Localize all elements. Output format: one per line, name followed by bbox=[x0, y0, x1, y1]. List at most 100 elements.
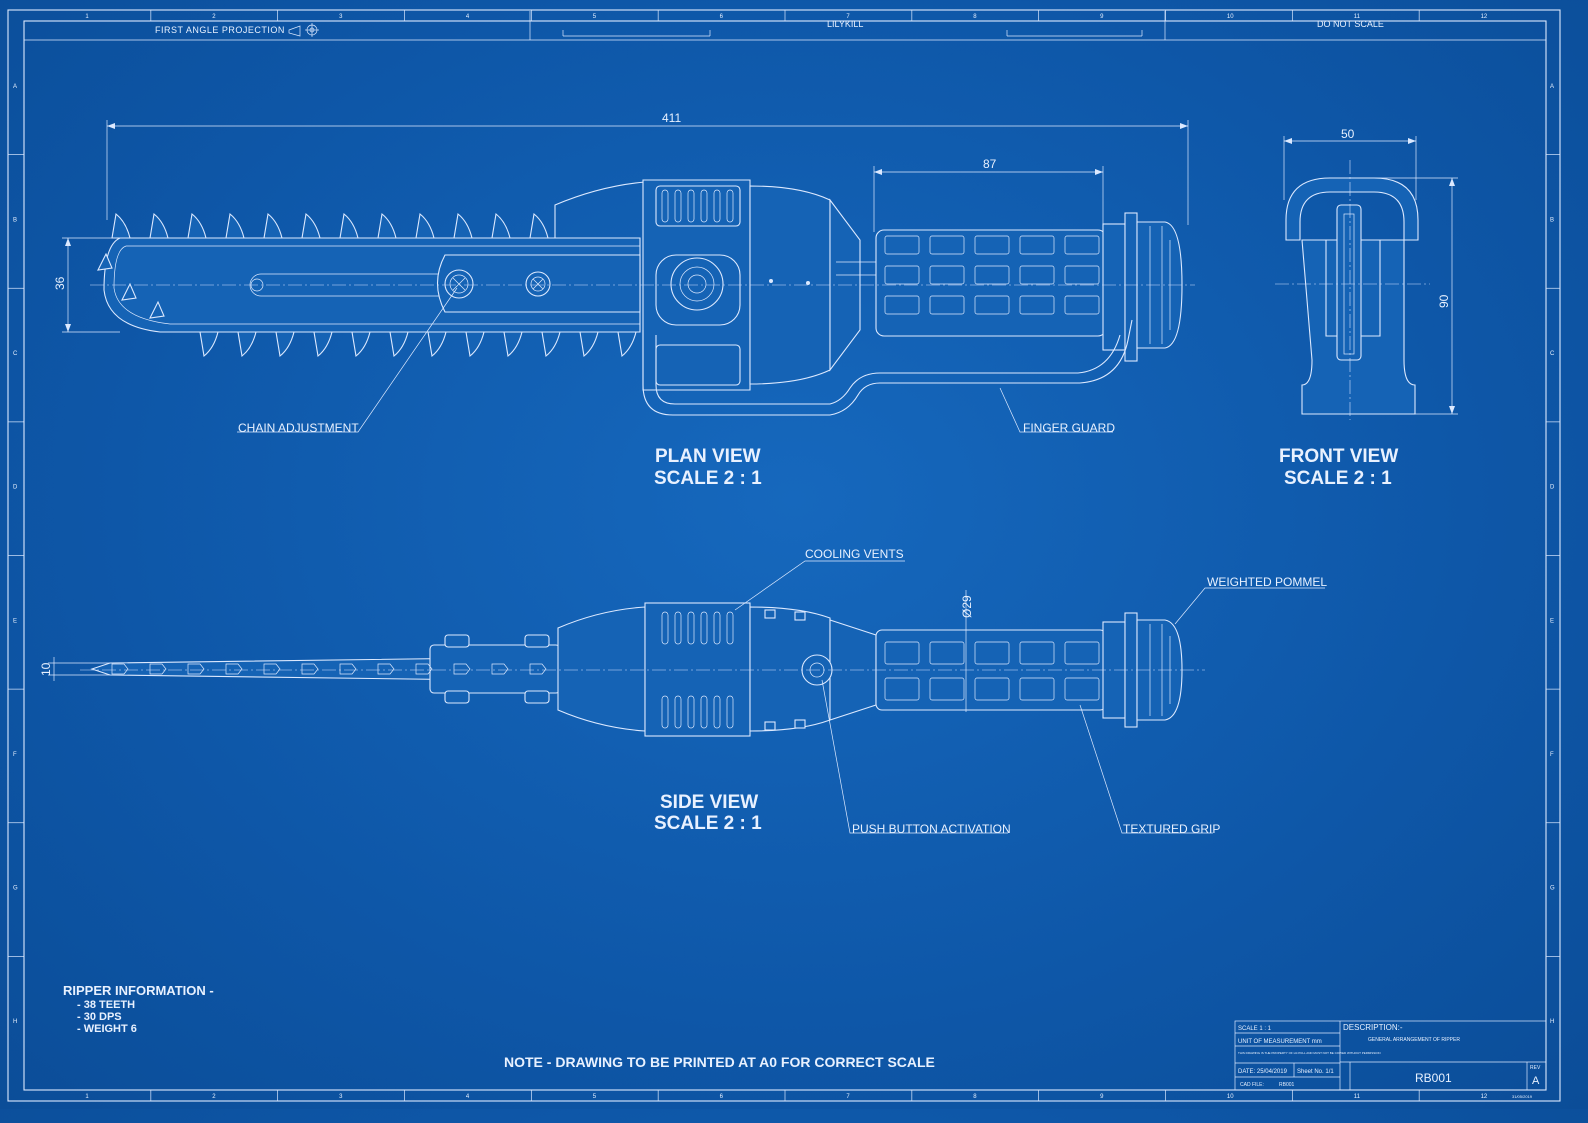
dimension-blade-thickness: 10 bbox=[39, 657, 110, 681]
grip-pad bbox=[929, 295, 965, 315]
projection-symbol-icon bbox=[288, 23, 319, 37]
plan-view-title: PLAN VIEW bbox=[655, 446, 761, 467]
grid-col-label: 6 bbox=[720, 14, 724, 20]
grip-pad bbox=[974, 235, 1010, 255]
tooth bbox=[149, 212, 169, 239]
grip-pad bbox=[974, 677, 1010, 701]
side-blade bbox=[90, 634, 561, 704]
drawing-number: RB001 bbox=[1415, 1071, 1452, 1085]
company-name: LILYKILL bbox=[827, 19, 863, 29]
grid-col-label: 12 bbox=[1481, 1094, 1488, 1100]
front-view-title: FRONT VIEW bbox=[1279, 446, 1398, 467]
chain-link bbox=[415, 663, 433, 675]
grid-row-label: H bbox=[1550, 1019, 1554, 1025]
plan-view-scale: SCALE 2 : 1 bbox=[654, 468, 762, 489]
grip-pad bbox=[884, 295, 920, 315]
svg-text:411: 411 bbox=[662, 111, 681, 125]
svg-text:TEXTURED GRIP: TEXTURED GRIP bbox=[1123, 822, 1220, 836]
grid-col-label: 8 bbox=[973, 1094, 977, 1100]
callout-weighted-pommel: WEIGHTED POMMEL bbox=[1174, 575, 1327, 625]
grip-pad bbox=[1064, 641, 1100, 665]
vent-slots-top bbox=[661, 189, 734, 223]
grid-row-label: A bbox=[13, 84, 17, 90]
callout-push-button: PUSH BUTTON ACTIVATION bbox=[821, 679, 1011, 836]
chain-link bbox=[111, 663, 129, 675]
tooth bbox=[149, 300, 165, 319]
tooth bbox=[617, 331, 637, 358]
header-bar: FIRST ANGLE PROJECTION LILYKILL DO NOT S… bbox=[24, 11, 1546, 41]
grid-col-label: 2 bbox=[212, 1094, 216, 1100]
tooth bbox=[225, 212, 245, 239]
grid-row-label: A bbox=[1550, 84, 1554, 90]
grid-col-label: 3 bbox=[339, 14, 343, 20]
chain-link bbox=[377, 663, 395, 675]
tooth bbox=[491, 212, 511, 239]
svg-text:Sheet No. 1/1: Sheet No. 1/1 bbox=[1297, 1069, 1334, 1075]
grid-col-label: 10 bbox=[1227, 14, 1234, 20]
tooth bbox=[529, 212, 549, 239]
tooth bbox=[503, 331, 523, 358]
side-view-title: SIDE VIEW bbox=[660, 792, 758, 813]
grip-pad bbox=[884, 235, 920, 255]
front-guard bbox=[1285, 177, 1419, 241]
callout-textured-grip: TEXTURED GRIP bbox=[1079, 704, 1220, 836]
chain-link bbox=[339, 663, 357, 675]
vent-slot bbox=[726, 695, 734, 729]
svg-text:DATE: 25/04/2019: DATE: 25/04/2019 bbox=[1238, 1069, 1288, 1075]
tooth bbox=[377, 212, 397, 239]
vent-slot bbox=[713, 189, 721, 223]
chain-adjustment-screws bbox=[444, 269, 551, 299]
grid-col-label: 6 bbox=[720, 1094, 724, 1100]
tooth bbox=[111, 212, 131, 239]
grid-col-label: 11 bbox=[1354, 1094, 1361, 1100]
tooth bbox=[415, 212, 435, 239]
grid-col-label: 9 bbox=[1100, 1094, 1104, 1100]
grip-pad bbox=[974, 295, 1010, 315]
chain-link bbox=[453, 663, 471, 675]
vent-slot bbox=[700, 189, 708, 223]
vent-slot bbox=[687, 695, 695, 729]
tooth bbox=[301, 212, 321, 239]
grip-texture-plan bbox=[884, 235, 1100, 315]
scale-ruler-left bbox=[562, 30, 711, 37]
svg-text:50: 50 bbox=[1341, 127, 1355, 141]
projection-label: FIRST ANGLE PROJECTION bbox=[155, 25, 285, 35]
svg-text:FINGER GUARD: FINGER GUARD bbox=[1023, 421, 1115, 435]
svg-text:A: A bbox=[1532, 1075, 1540, 1087]
chainsaw-blade bbox=[103, 181, 646, 333]
svg-text:36: 36 bbox=[53, 276, 67, 290]
grip-pad bbox=[929, 641, 965, 665]
grip-pad bbox=[884, 265, 920, 285]
tooth bbox=[97, 252, 113, 271]
grid-col-label: 3 bbox=[339, 1094, 343, 1100]
grid-col-label: 5 bbox=[593, 1094, 597, 1100]
chain-link bbox=[491, 663, 509, 675]
grid-col-label: 12 bbox=[1481, 14, 1488, 20]
tooth bbox=[427, 331, 447, 358]
vent-slot bbox=[674, 695, 682, 729]
grid-row-label: D bbox=[13, 485, 18, 491]
grid-row-label: D bbox=[1550, 485, 1555, 491]
grip-pad bbox=[1019, 235, 1055, 255]
vent-slot bbox=[726, 189, 734, 223]
grip-pad bbox=[974, 265, 1010, 285]
side-view: 10 Ø29 bbox=[39, 547, 1327, 836]
dimension-grip-diameter: Ø29 bbox=[960, 590, 974, 712]
grip-pad bbox=[1019, 677, 1055, 701]
svg-text:SCALE 1 : 1: SCALE 1 : 1 bbox=[1238, 1026, 1272, 1032]
grip-pad bbox=[974, 641, 1010, 665]
tooth bbox=[121, 282, 137, 301]
print-note: NOTE - DRAWING TO BE PRINTED AT A0 FOR C… bbox=[504, 1054, 935, 1070]
grid-col-label: 8 bbox=[973, 14, 977, 20]
grid-col-label: 5 bbox=[593, 14, 597, 20]
tooth bbox=[263, 212, 283, 239]
vent-slot bbox=[661, 611, 669, 645]
tooth bbox=[187, 212, 207, 239]
grid-col-label: 1 bbox=[85, 1094, 89, 1100]
chain-link bbox=[149, 663, 167, 675]
vent-slot bbox=[713, 611, 721, 645]
vent-slot bbox=[726, 611, 734, 645]
grid-row-label: C bbox=[1550, 351, 1555, 357]
outer-border bbox=[7, 9, 1561, 1102]
dimension-blade-width: 36 bbox=[53, 237, 120, 333]
